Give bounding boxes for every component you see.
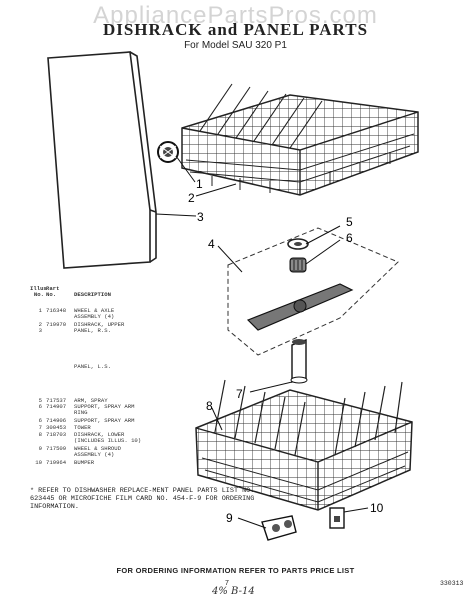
row-desc: WHEEL & AXLE <box>74 307 115 314</box>
row-desc: WHEEL & SHROUD <box>74 445 121 452</box>
row-part: 717509 <box>46 445 67 452</box>
row-desc: DISHRACK, LOWER <box>74 431 125 438</box>
row-no: 1 <box>38 307 42 314</box>
row-desc: PANEL, R.S. <box>74 327 111 334</box>
row-desc: TOWER <box>74 424 91 431</box>
row-part: 719964 <box>46 459 67 466</box>
wheel-shroud <box>261 515 297 541</box>
row-desc: BUMPER <box>74 459 95 466</box>
header-illus-no: Illus. No. <box>30 285 51 299</box>
upper-dishrack <box>181 83 419 196</box>
document-number: 330313 <box>440 580 464 587</box>
row-desc: DISHRACK, UPPER <box>74 321 125 328</box>
spray-arm-support-ring <box>287 238 309 250</box>
row-no: 8 <box>38 431 42 438</box>
row-desc: SUPPORT, SPRAY ARM <box>74 417 135 424</box>
header-description: DESCRIPTION <box>74 291 111 298</box>
page-subtitle: For Model SAU 320 P1 <box>184 40 287 51</box>
callout-7: 7 <box>236 387 243 401</box>
header-part-no: Part No. <box>46 285 60 299</box>
row-part: 719970 <box>46 321 67 328</box>
row-no: 9 <box>38 445 42 452</box>
page-title: DISHRACK and PANEL PARTS <box>102 20 369 39</box>
row-part: 717537 <box>46 397 67 404</box>
callout-10: 10 <box>370 501 384 515</box>
leader-lines <box>155 155 369 529</box>
row-part: 714906 <box>46 417 67 424</box>
row-desc: PANEL, L.S. <box>74 363 111 370</box>
row-no: 6 <box>38 403 42 410</box>
watermark: AppliancePartsPros.com <box>93 2 378 29</box>
handwritten-note: 4% B-14 <box>212 586 255 597</box>
callout-3: 3 <box>197 210 204 224</box>
side-panel <box>47 51 157 269</box>
row-no: 3 <box>38 327 42 334</box>
callout-8: 8 <box>206 399 213 413</box>
row-no: 5 <box>38 397 42 404</box>
row-desc: RING <box>74 409 88 416</box>
callout-6: 6 <box>346 231 353 245</box>
row-part: 300453 <box>46 424 67 431</box>
spray-arm <box>246 283 354 331</box>
row-part: 714907 <box>46 403 67 410</box>
row-no: 6 <box>38 417 42 424</box>
reference-note: * REFER TO DISHWASHER REPLACE-MENT PANEL… <box>30 487 255 512</box>
wheel-axle <box>157 141 179 163</box>
row-part: 718703 <box>46 431 67 438</box>
row-no: 2 <box>38 321 42 328</box>
ordering-footer: FOR ORDERING INFORMATION REFER TO PARTS … <box>116 566 355 575</box>
spray-tower <box>290 339 308 384</box>
callout-4: 4 <box>208 237 215 251</box>
callout-1: 1 <box>196 177 203 191</box>
callout-5: 5 <box>346 215 353 229</box>
row-desc: ASSEMBLY (4) <box>74 313 115 320</box>
row-no: 10 <box>35 459 42 466</box>
row-desc: (INCLUDES ILLUS. 10) <box>74 437 142 444</box>
spray-arm-assembly-box <box>227 227 399 356</box>
callout-9: 9 <box>226 511 233 525</box>
row-no: 7 <box>38 424 42 431</box>
table-header: Illus. No. Part No. DESCRIPTION <box>30 285 170 300</box>
row-desc: SUPPORT, SPRAY ARM <box>74 403 135 410</box>
lower-dishrack <box>195 379 413 511</box>
spray-arm-support <box>289 257 307 273</box>
row-desc: ASSEMBLY (4) <box>74 451 115 458</box>
row-part: 716348 <box>46 307 67 314</box>
page-number: 7 <box>225 580 229 587</box>
bumper <box>329 507 345 529</box>
row-desc: ARM, SPRAY <box>74 397 108 404</box>
callout-2: 2 <box>188 191 195 205</box>
